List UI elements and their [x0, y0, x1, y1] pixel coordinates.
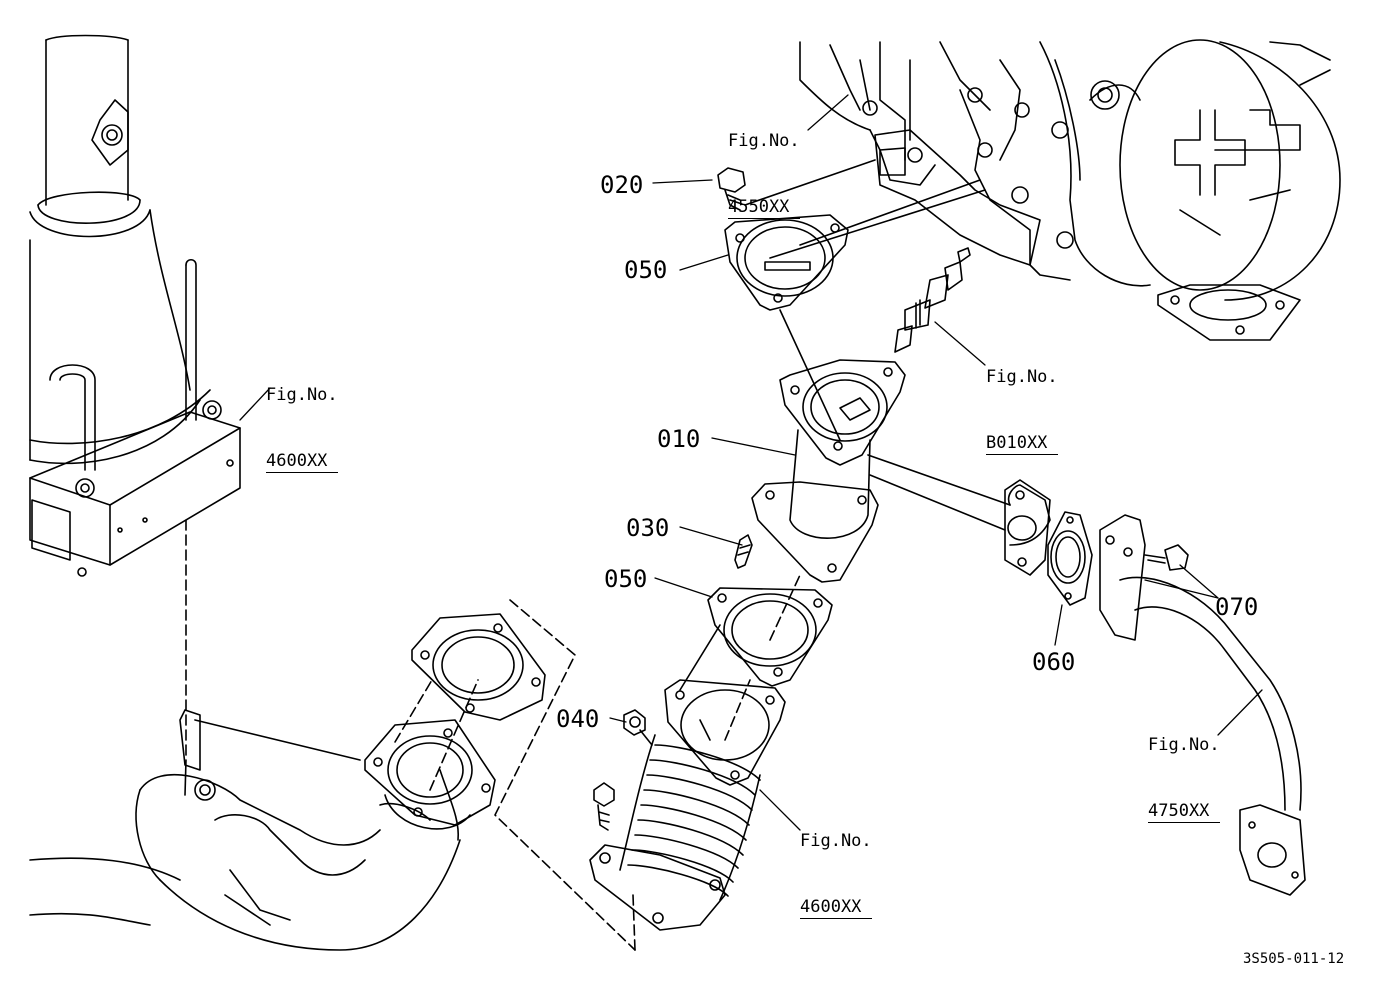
stud-030: [735, 535, 752, 568]
callout-050-lower[interactable]: 050: [604, 565, 648, 593]
callout-010[interactable]: 010: [657, 425, 701, 453]
front-pipe-010: [752, 360, 1050, 582]
callout-050-upper[interactable]: 050: [624, 256, 668, 284]
figure-ref-number: 4600XX: [800, 896, 872, 919]
figure-ref-4600xx-left[interactable]: Fig.No. 4600XX: [266, 340, 338, 495]
left-pipe-assembly: [30, 36, 240, 761]
figure-ref-4750xx[interactable]: Fig.No. 4750XX: [1148, 690, 1220, 845]
figure-ref-prefix: Fig.No.: [800, 831, 872, 851]
bolt-020: [718, 168, 745, 210]
figure-ref-number: B010XX: [986, 432, 1058, 455]
figure-ref-4550xx[interactable]: Fig.No. 4550XX: [728, 86, 800, 241]
callout-020[interactable]: 020: [600, 171, 644, 199]
figure-ref-prefix: Fig.No.: [728, 131, 800, 151]
figure-ref-4600xx-center[interactable]: Fig.No. 4600XX: [800, 786, 872, 941]
figure-ref-b010xx[interactable]: Fig.No. B010XX: [986, 322, 1058, 477]
figure-ref-prefix: Fig.No.: [266, 385, 338, 405]
gasket-050-lower: [680, 575, 832, 740]
figure-ref-number: 4550XX: [728, 196, 800, 219]
oxygen-sensor: [895, 248, 970, 352]
engine-housing: [800, 40, 1340, 340]
nut-040: [624, 710, 652, 745]
figure-ref-number: 4750XX: [1148, 800, 1220, 823]
callout-060[interactable]: 060: [1032, 648, 1076, 676]
callout-040[interactable]: 040: [556, 705, 600, 733]
flex-pipe: [590, 680, 785, 950]
figure-ref-prefix: Fig.No.: [986, 367, 1058, 387]
tail-pipe: [1100, 515, 1305, 895]
figure-ref-prefix: Fig.No.: [1148, 735, 1220, 755]
figure-ref-number: 4600XX: [266, 450, 338, 473]
leader-lines: [240, 95, 1262, 830]
lower-elbow-pipe: [30, 710, 460, 950]
gasket-060: [1048, 512, 1092, 605]
callout-030[interactable]: 030: [626, 514, 670, 542]
flange-bolt: [594, 783, 614, 830]
left-gasket-pair: [365, 600, 635, 950]
diagram-code: 3S505-011-12: [1243, 951, 1345, 967]
callout-070[interactable]: 070: [1215, 593, 1259, 621]
assembly-lines-top: [745, 160, 985, 440]
